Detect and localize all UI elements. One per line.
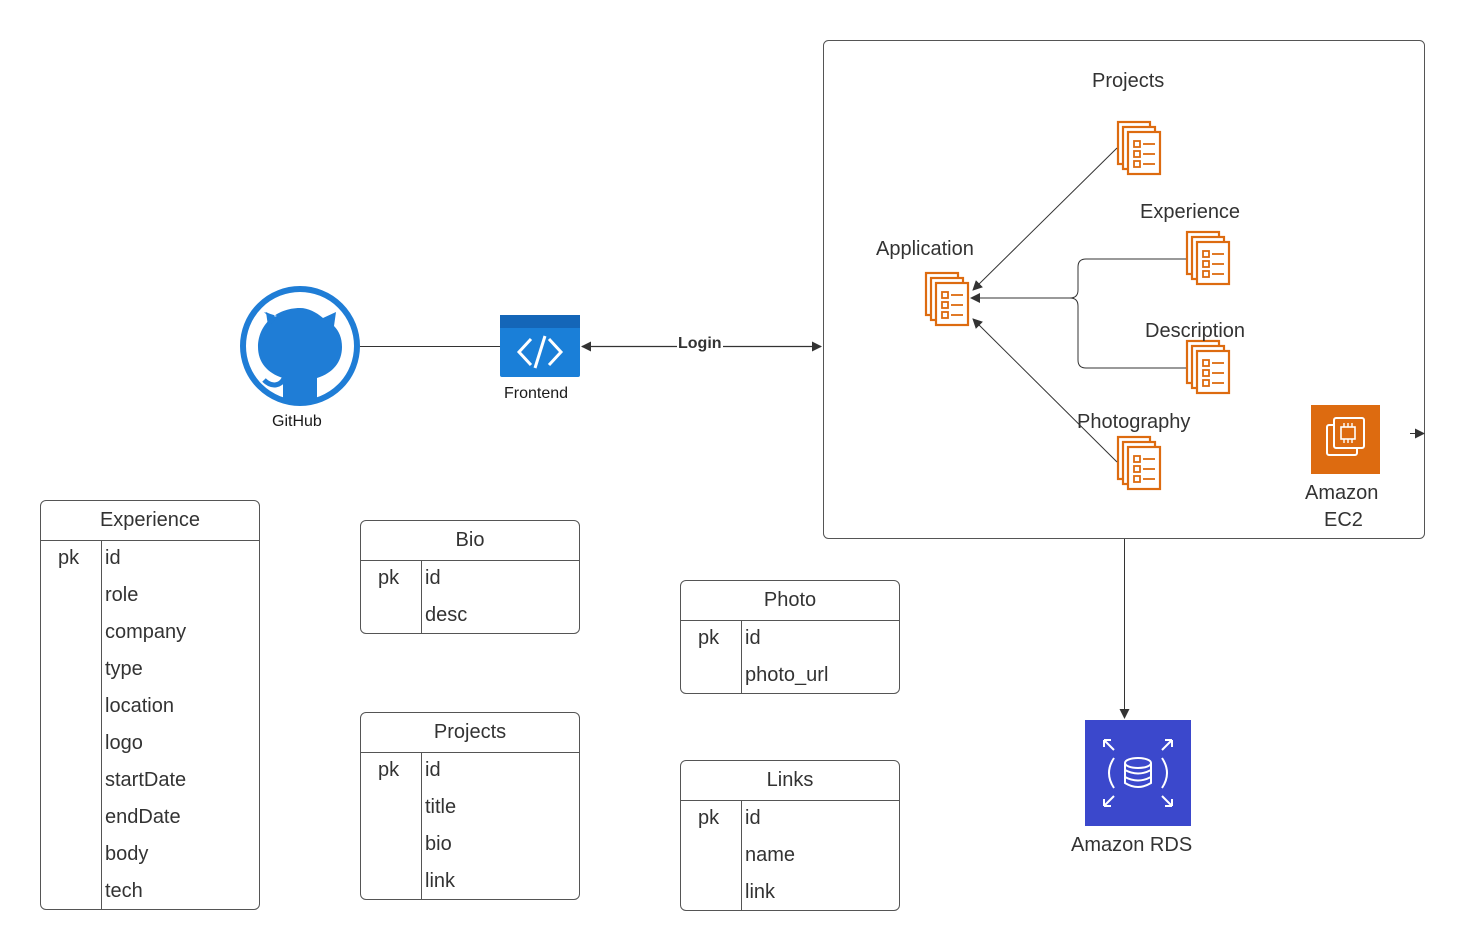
table-row: company (41, 617, 259, 654)
links-table: Links pk id name link (680, 760, 900, 911)
ec2-container (823, 40, 1425, 539)
bio-table-divider (421, 561, 422, 633)
photo-table: Photo pk id photo_url (680, 580, 900, 694)
ec2-label-line2: EC2 (1324, 509, 1363, 531)
application-node-label: Application (876, 238, 974, 260)
experience-table-body: pk id role company type location logo startDate… (41, 541, 259, 909)
table-row: desc (361, 600, 579, 633)
bio-field-id: id (425, 567, 441, 589)
experience-field-logo: logo (105, 732, 143, 754)
table-row: type (41, 654, 259, 691)
experience-document-icon (1185, 230, 1231, 286)
table-row: pk id (681, 623, 899, 660)
table-row: role (41, 580, 259, 617)
photo-field-id: id (745, 627, 761, 649)
experience-field-body: body (105, 843, 149, 865)
links-primary-key-marker: pk (698, 807, 720, 829)
bio-field-desc: desc (425, 604, 468, 626)
experience-field-id: id (105, 547, 121, 569)
code-icon (500, 315, 580, 377)
table-row: logo (41, 728, 259, 765)
description-document-icon (1185, 339, 1231, 395)
links-table-title: Links (681, 761, 899, 801)
table-row: pk id (41, 543, 259, 580)
projects-to-application-connector (972, 147, 1118, 291)
photo-primary-key-marker: pk (698, 627, 720, 649)
bio-primary-key-marker: pk (378, 567, 400, 589)
experience-field-company: company (105, 621, 187, 643)
database-icon (1085, 720, 1191, 826)
experience-primary-key-marker: pk (58, 547, 80, 569)
links-table-divider (741, 801, 742, 910)
photo-table-divider (741, 621, 742, 693)
links-field-link: link (745, 881, 776, 903)
projects-field-title: title (425, 796, 457, 818)
table-row: photo_url (681, 660, 899, 693)
table-row: bio (361, 829, 579, 866)
table-row: link (681, 877, 899, 910)
frontend-label: Frontend (504, 385, 569, 402)
experience-field-role: role (105, 584, 139, 606)
bio-table: Bio pk id desc (360, 520, 580, 634)
projects-field-id: id (425, 759, 441, 781)
projects-field-link: link (425, 870, 456, 892)
links-table-body: pk id name link (681, 801, 899, 910)
experience-to-application-connector (970, 258, 1186, 303)
projects-table-body: pk id title bio link (361, 753, 579, 899)
projects-table-title: Projects (361, 713, 579, 753)
github-icon (240, 286, 360, 406)
description-node-label: Description (1145, 320, 1246, 342)
github-label: GitHub (272, 413, 322, 430)
experience-field-startdate: startDate (105, 769, 187, 791)
projects-table: Projects pk id title bio link (360, 712, 580, 900)
table-row: endDate (41, 802, 259, 839)
experience-field-type: type (105, 658, 143, 680)
projects-table-divider (421, 753, 422, 899)
projects-node-label: Projects (1092, 70, 1165, 92)
photo-table-title: Photo (681, 581, 899, 621)
login-label: Login (677, 335, 723, 353)
table-row: body (41, 839, 259, 876)
photography-document-icon (1116, 435, 1162, 491)
table-row: pk id (361, 755, 579, 792)
projects-primary-key-marker: pk (378, 759, 400, 781)
photography-to-application-connector (972, 318, 1118, 463)
ec2-label-line1: Amazon (1305, 482, 1379, 504)
ec2-chip-icon (1311, 405, 1380, 474)
photo-table-body: pk id photo_url (681, 621, 899, 693)
projects-field-bio: bio (425, 833, 452, 855)
table-row: title (361, 792, 579, 829)
links-field-name: name (745, 844, 796, 866)
experience-node-label: Experience (1140, 201, 1241, 223)
bio-table-body: pk id desc (361, 561, 579, 633)
table-row: pk id (681, 803, 899, 840)
experience-table-title: Experience (41, 501, 259, 541)
photo-field-photo-url: photo_url (745, 664, 829, 686)
table-row: location (41, 691, 259, 728)
table-row: pk id (361, 563, 579, 600)
experience-table: Experience pk id role company type location log… (40, 500, 260, 910)
experience-field-enddate: endDate (105, 806, 181, 828)
rds-label: Amazon RDS (1071, 834, 1193, 856)
table-row: link (361, 866, 579, 899)
table-row: name (681, 840, 899, 877)
links-field-id: id (745, 807, 761, 829)
experience-field-tech: tech (105, 880, 143, 902)
bio-table-title: Bio (361, 521, 579, 561)
photography-node-label: Photography (1077, 411, 1191, 433)
experience-field-location: location (105, 695, 174, 717)
projects-document-icon (1116, 120, 1162, 176)
experience-table-divider (101, 541, 102, 909)
description-to-application-connector (1069, 297, 1186, 369)
table-row: startDate (41, 765, 259, 802)
application-document-icon (924, 271, 970, 327)
table-row: tech (41, 876, 259, 909)
